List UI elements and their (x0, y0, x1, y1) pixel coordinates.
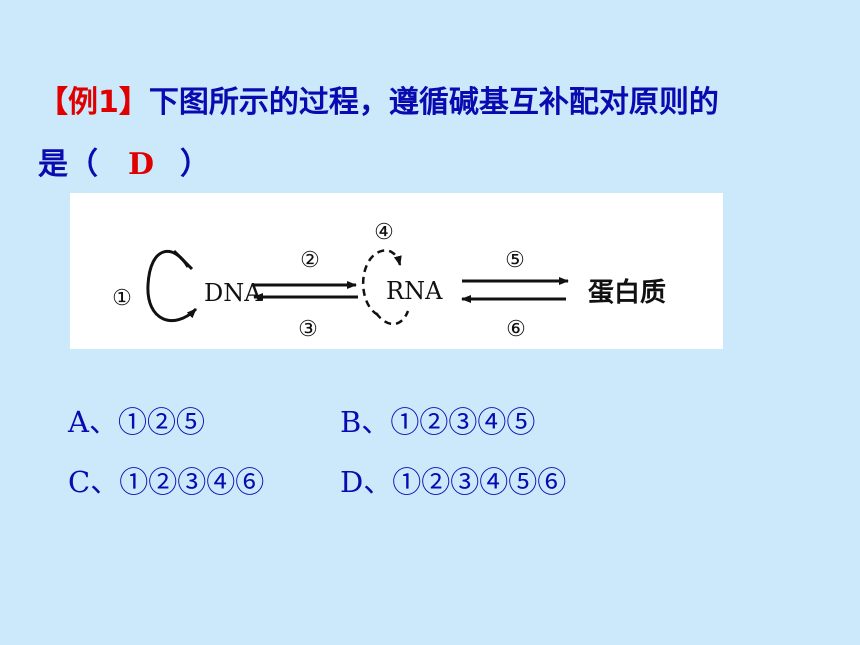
question-line-1: 【例1】下图所示的过程，遵循碱基互补配对原则的 (38, 72, 828, 134)
option-b[interactable]: B、①②③④⑤ (340, 392, 612, 452)
question-text: 【例1】下图所示的过程，遵循碱基互补配对原则的 是（ D ） (38, 72, 828, 196)
option-d-value: ①②③④⑤⑥ (392, 465, 567, 499)
options-row-1: A、①②⑤ B、①②③④⑤ (68, 392, 768, 452)
dna-replication-arrow (146, 249, 198, 322)
rna-replication-arrow (361, 249, 402, 317)
option-a-letter: A、 (68, 405, 118, 439)
process-label-5: ⑤ (505, 248, 525, 273)
process-label-3: ③ (298, 317, 318, 342)
dna-loop-start (172, 249, 194, 271)
option-c-letter: C、 (68, 465, 120, 499)
process-label-6: ⑥ (506, 317, 526, 342)
closing-paren: ） (180, 147, 211, 182)
diagram-svg: ① DNA ② ③ ④ RNA ⑤ ⑥ 蛋白质 (112, 220, 666, 342)
option-b-letter: B、 (340, 405, 391, 439)
answer-options: A、①②⑤ B、①②③④⑤ C、①②③④⑥ D、①②③④⑤⑥ (68, 392, 768, 512)
option-a-value: ①②⑤ (117, 405, 205, 439)
question-stem-end: 是（ (38, 147, 98, 182)
question-stem: 下图所示的过程，遵循碱基互补配对原则的 (148, 85, 719, 120)
question-line-2: 是（ D ） (38, 134, 828, 196)
option-c-value: ①②③④⑥ (119, 465, 265, 499)
process-label-1: ① (112, 286, 132, 311)
answer-letter: D (128, 147, 155, 182)
rna-loop-bottom (375, 310, 410, 326)
option-a[interactable]: A、①②⑤ (68, 392, 340, 452)
option-d[interactable]: D、①②③④⑤⑥ (340, 452, 612, 512)
option-d-letter: D、 (340, 465, 393, 499)
protein-label: 蛋白质 (588, 277, 666, 308)
process-label-2: ② (300, 248, 320, 273)
dna-label: DNA (204, 279, 262, 307)
option-c[interactable]: C、①②③④⑥ (68, 452, 340, 512)
process-label-4: ④ (374, 220, 394, 245)
example-tag: 【例1】 (38, 85, 149, 120)
options-row-2: C、①②③④⑥ D、①②③④⑤⑥ (68, 452, 768, 512)
rna-label: RNA (386, 277, 443, 305)
option-b-value: ①②③④⑤ (390, 405, 536, 439)
central-dogma-diagram: ① DNA ② ③ ④ RNA ⑤ ⑥ 蛋白质 (70, 193, 723, 349)
